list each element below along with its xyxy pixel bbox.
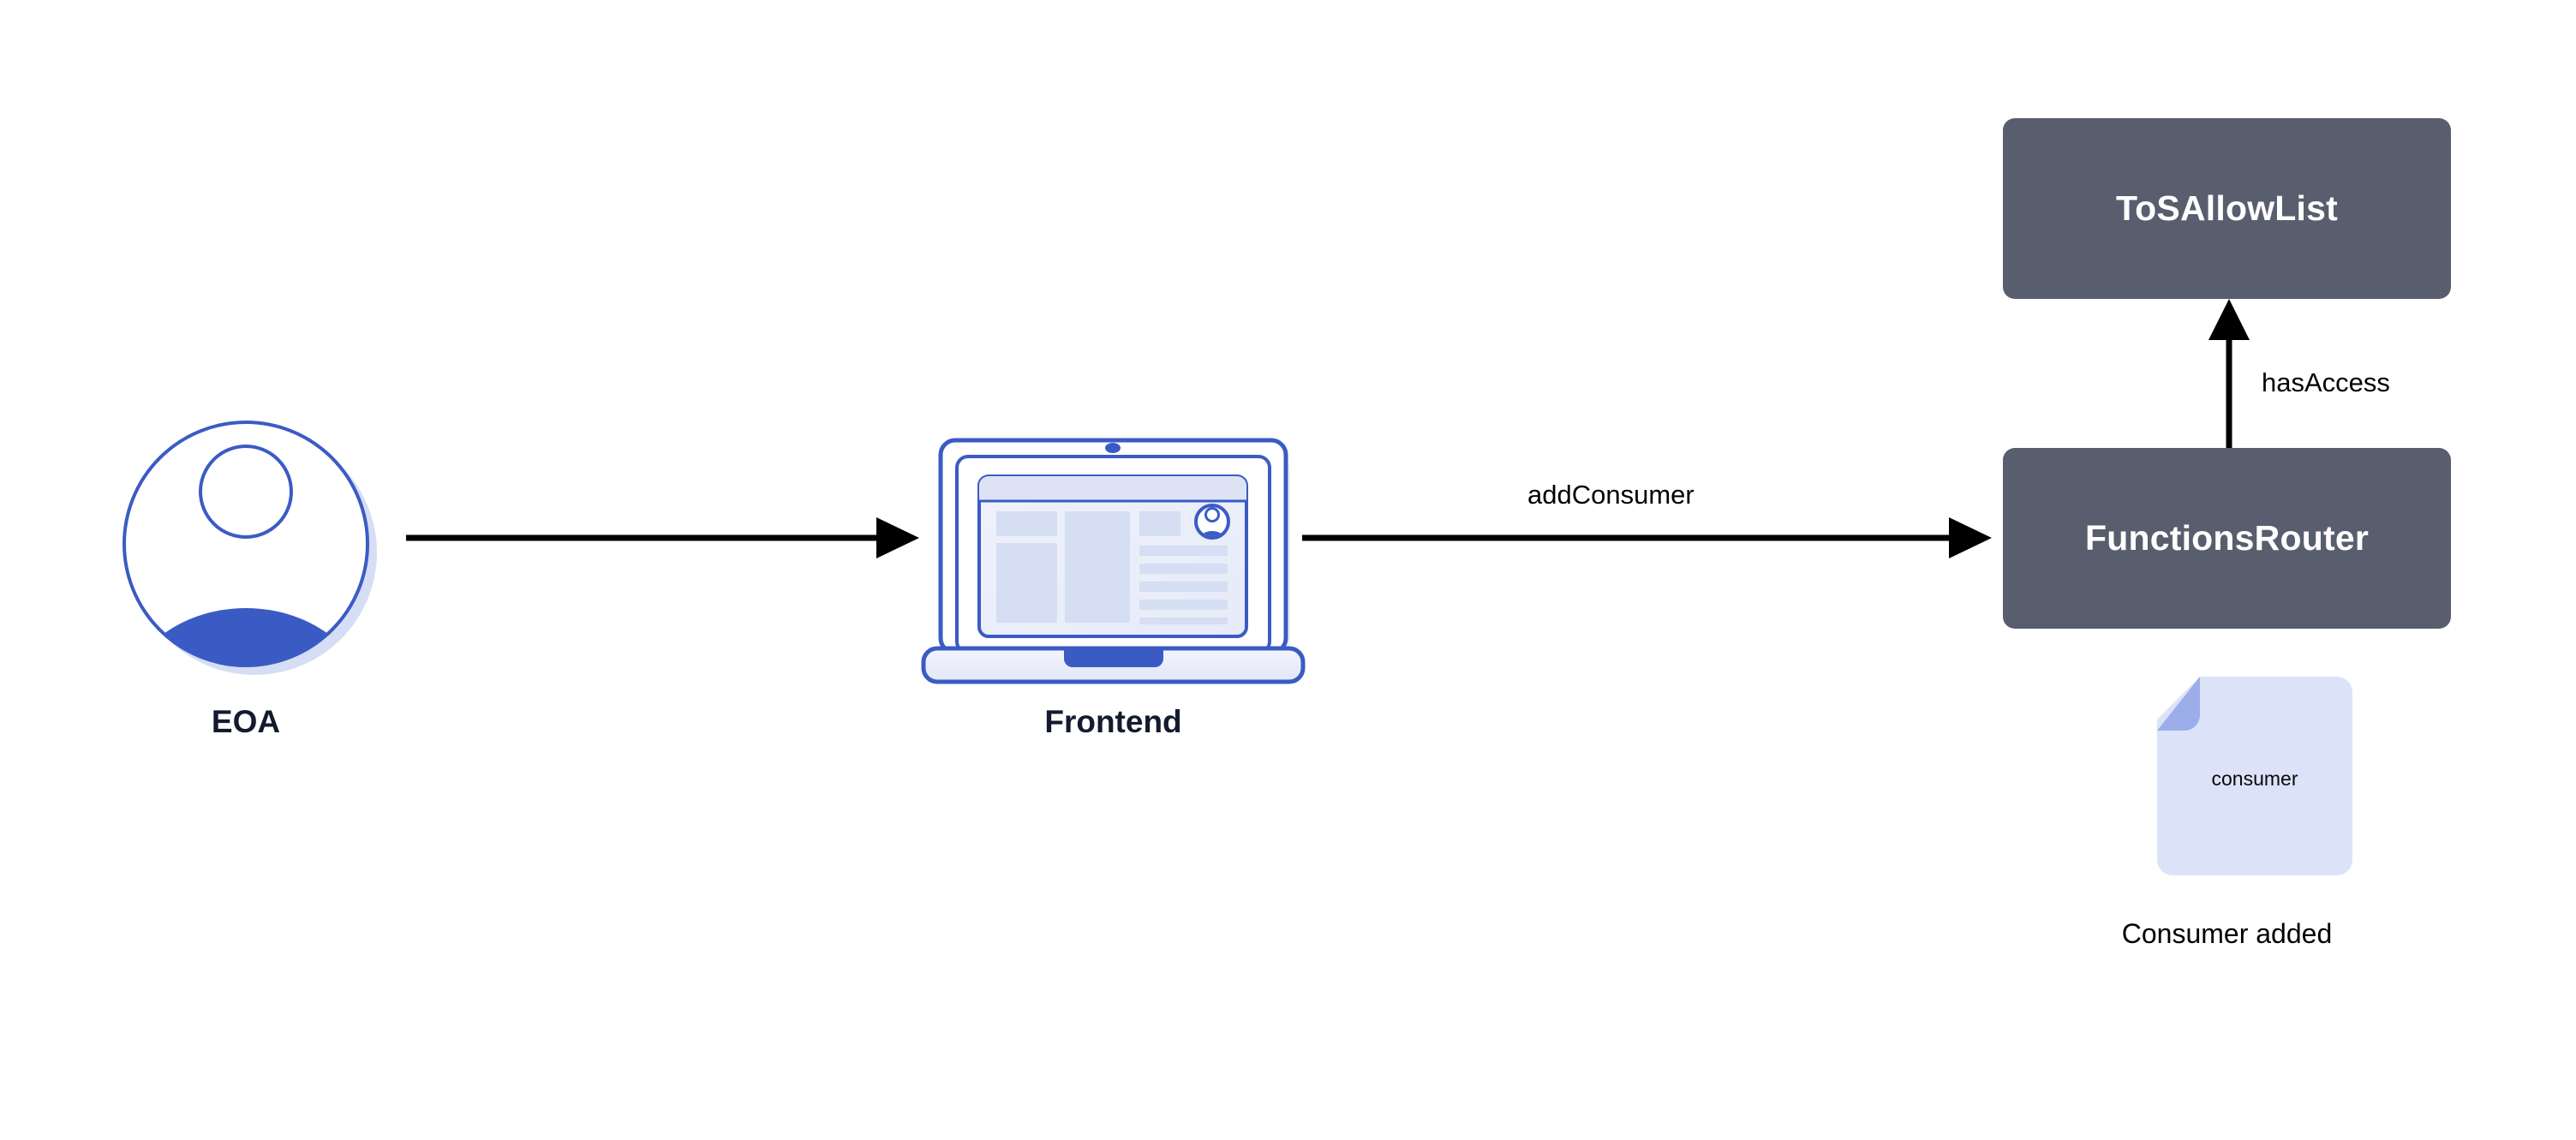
screen-block-sidebar-body xyxy=(996,543,1057,623)
document-fold xyxy=(2157,677,2200,731)
screen-block-main xyxy=(1065,511,1130,623)
laptop-screen xyxy=(977,475,1248,638)
document-filename-label: consumer xyxy=(2211,767,2298,790)
eoa-label: EOA xyxy=(211,704,281,739)
node-functionsrouter[interactable]: FunctionsRouter xyxy=(2003,448,2451,629)
screen-titlebar xyxy=(979,476,1246,500)
avatar-outline xyxy=(123,421,369,667)
screen-line-5 xyxy=(1139,618,1228,624)
avatar-shadow xyxy=(132,430,377,675)
node-tosallowlist[interactable]: ToSAllowList xyxy=(2003,118,2451,299)
screen-avatar-icon xyxy=(1194,504,1230,540)
consumer-added-caption: Consumer added xyxy=(2121,918,2333,949)
edge-label-addconsumer: addConsumer xyxy=(1527,480,1694,510)
screen-line-2 xyxy=(1139,564,1228,574)
screen-block-right-top xyxy=(1139,511,1180,536)
laptop-base xyxy=(921,646,1306,684)
laptop-trackpad-notch xyxy=(1064,648,1163,667)
frontend-label: Frontend xyxy=(1044,704,1182,739)
screen-line-3 xyxy=(1139,582,1228,592)
laptop-shadow xyxy=(965,454,1290,660)
functionsrouter-label: FunctionsRouter xyxy=(2085,518,2369,558)
laptop-bezel xyxy=(955,455,1271,654)
tosallowlist-label: ToSAllowList xyxy=(2115,188,2338,228)
edge-label-hasaccess: hasAccess xyxy=(2262,367,2390,397)
screen-line-1 xyxy=(1139,546,1228,556)
arrow-frontend-to-router xyxy=(1302,517,1992,558)
arrow-eoa-to-frontend xyxy=(406,517,919,558)
laptop-lid xyxy=(938,438,1288,655)
webcam-dot-icon xyxy=(1105,443,1121,453)
avatar-head xyxy=(199,445,293,539)
screen-block-sidebar-top xyxy=(996,511,1057,536)
screen-line-4 xyxy=(1139,600,1228,610)
